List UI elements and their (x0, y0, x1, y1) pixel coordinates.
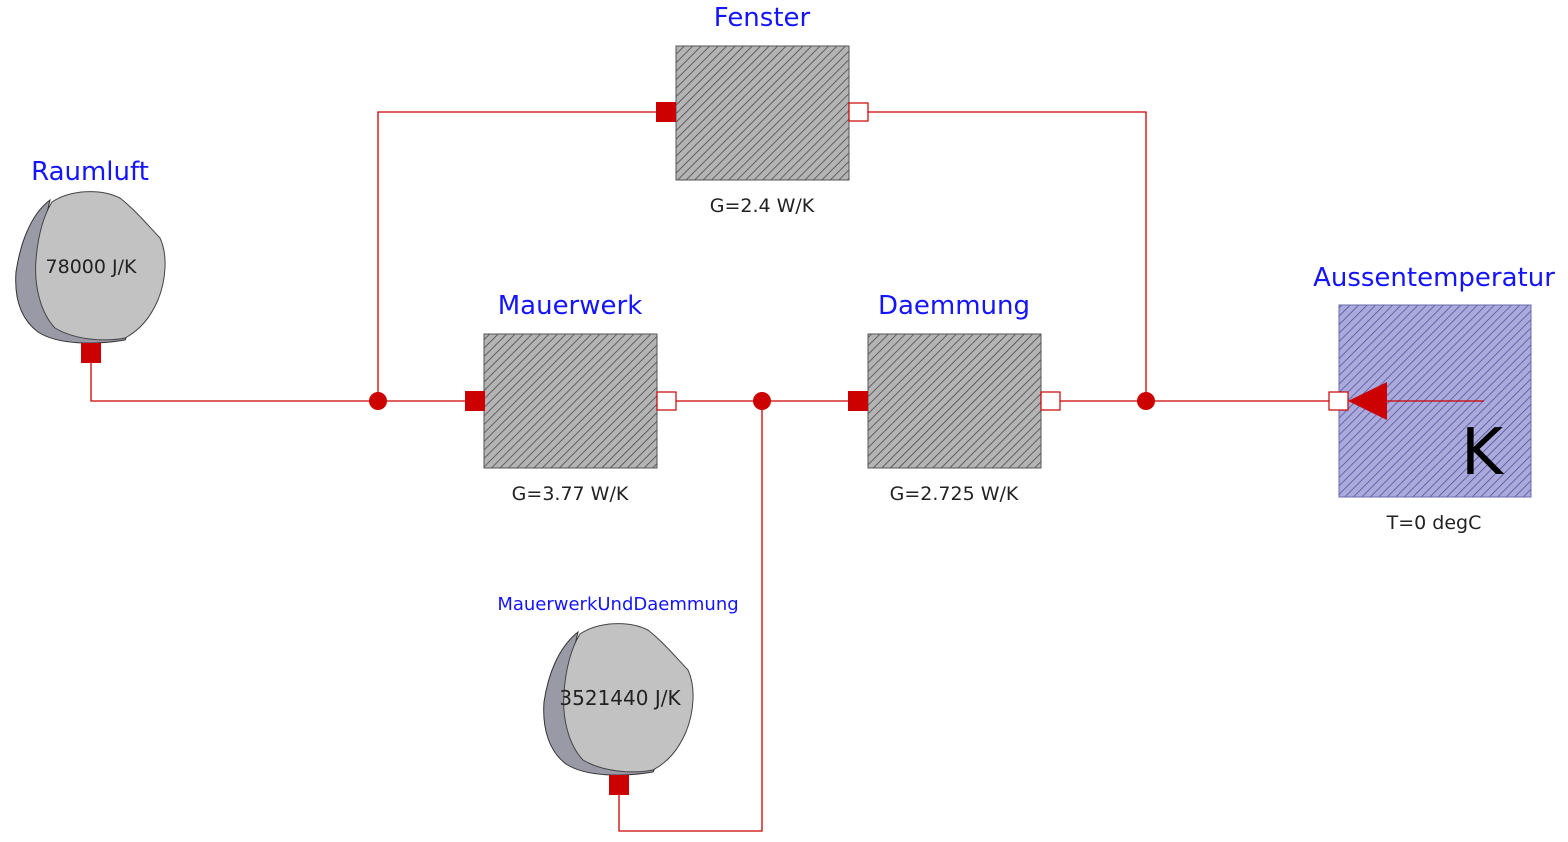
wire-node2-to-capacitor2[interactable] (618, 401, 763, 832)
daemmung-port-b[interactable] (1040, 391, 1061, 411)
junction-node-1 (369, 392, 387, 410)
connection-lines (90, 111, 1338, 832)
mauerwerk-param: G=3.77 W/K (512, 483, 629, 505)
fenster-port-b[interactable] (848, 102, 869, 122)
kelvin-unit-glyph: K (1461, 416, 1505, 490)
daemmung-body (867, 333, 1042, 469)
daemmung-param: G=2.725 W/K (890, 483, 1019, 505)
aussentemperatur-name: Aussentemperatur (1313, 263, 1555, 293)
mauerwerk-name: Mauerwerk (498, 291, 643, 321)
daemmung-name: Daemmung (878, 291, 1030, 321)
raumluft-port[interactable] (81, 343, 101, 363)
mauerwerk-body (483, 333, 658, 469)
mauerwerk-component[interactable]: Mauerwerk G=3.77 W/K (465, 291, 677, 505)
aussentemperatur-param: T=0 degC (1386, 512, 1482, 534)
mauerwerk-port-a[interactable] (465, 391, 485, 411)
aussentemperatur-component[interactable]: Aussentemperatur K T=0 degC (1313, 263, 1555, 534)
arrow-left-icon (1348, 382, 1387, 420)
daemmung-port-a[interactable] (848, 391, 868, 411)
mauerwerk-und-daemmung-name: MauerwerkUndDaemmung (497, 594, 738, 615)
junction-node-3 (1137, 392, 1155, 410)
fenster-param: G=2.4 W/K (710, 195, 815, 217)
mauerwerk-und-daemmung-param: 3521440 J/K (559, 686, 681, 710)
mauerwerk-port-b[interactable] (656, 391, 677, 411)
fenster-component[interactable]: Fenster G=2.4 W/K (656, 3, 869, 217)
fenster-body (675, 45, 850, 181)
fenster-name: Fenster (714, 3, 811, 33)
mauerwerk-und-daemmung-component[interactable]: MauerwerkUndDaemmung 3521440 J/K (497, 594, 739, 795)
raumluft-body-shape (35, 191, 166, 341)
raumluft-param: 78000 J/K (46, 256, 137, 278)
wire-raumluft-to-node1[interactable] (90, 362, 378, 402)
mauerwerk-und-daemmung-body-shape (563, 623, 694, 773)
mauerwerk-und-daemmung-port[interactable] (609, 775, 629, 795)
junction-node-2 (753, 392, 771, 410)
daemmung-component[interactable]: Daemmung G=2.725 W/K (848, 291, 1061, 505)
raumluft-name: Raumluft (31, 157, 149, 187)
wire-node1-to-fenster[interactable] (377, 111, 666, 401)
aussentemperatur-port[interactable] (1328, 391, 1349, 411)
raumluft-component[interactable]: Raumluft 78000 J/K (15, 157, 166, 363)
fenster-port-a[interactable] (656, 102, 676, 122)
wire-fenster-to-node3[interactable] (858, 111, 1147, 401)
